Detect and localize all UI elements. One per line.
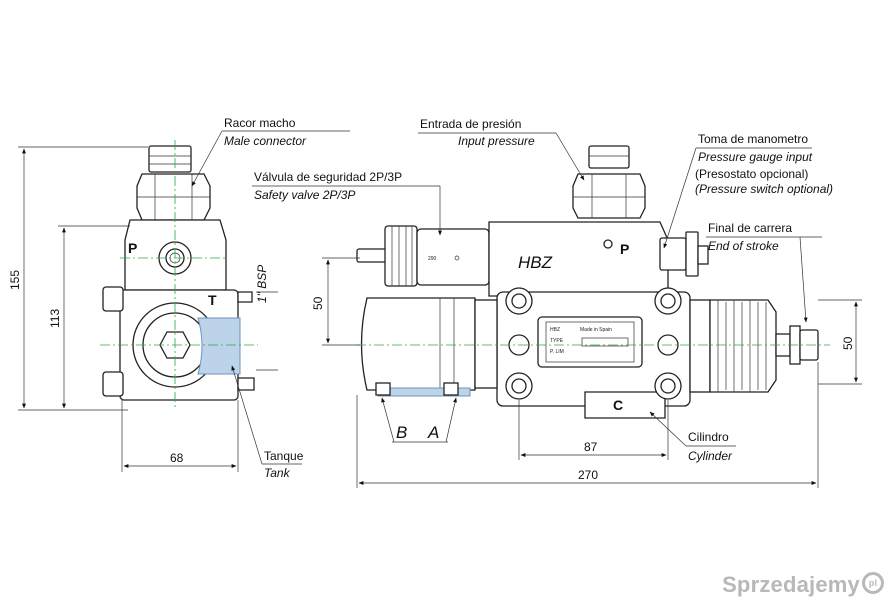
callout-end-stroke-en: End of stroke: [708, 239, 779, 253]
callout-gauge-es-optional: (Presostato opcional): [695, 167, 808, 181]
dim-113: 113: [48, 309, 62, 328]
side-view: P T 1" BSP: [100, 140, 269, 410]
port-p-front-label: P: [620, 241, 629, 257]
brand-mark: HBZ: [518, 253, 553, 272]
dim-68: 68: [170, 451, 184, 465]
valve-marking: 290: [428, 256, 437, 262]
port-p-side-label: P: [128, 240, 137, 256]
callout-male-connector-en: Male connector: [224, 134, 307, 148]
plate-line1: Made in Spain: [580, 327, 612, 333]
callout-gauge-en: Pressure gauge input: [698, 150, 813, 164]
port-c-label: C: [613, 397, 623, 413]
side-view-dimensions: 155 113 68: [8, 146, 278, 472]
callouts: Racor macho Male connector Válvula de se…: [191, 116, 833, 480]
callout-safety-valve-es: Válvula de seguridad 2P/3P: [254, 170, 402, 184]
front-view-dimensions: 50 50 87 270: [311, 257, 862, 488]
callout-cylinder-es: Cilindro: [688, 430, 729, 444]
dim-155: 155: [8, 270, 22, 290]
callout-tank-es: Tanque: [264, 449, 304, 463]
dim-270: 270: [578, 468, 598, 482]
dim-50-left: 50: [311, 296, 325, 310]
watermark-mark: pl: [862, 572, 884, 594]
callout-tank-en: Tank: [264, 466, 291, 480]
dim-50-right: 50: [841, 336, 855, 350]
plate-brand: HBZ: [550, 327, 560, 333]
port-b-label: B: [396, 423, 407, 442]
dim-87: 87: [584, 440, 598, 454]
callout-gauge-en-optional: (Pressure switch optional): [695, 182, 833, 196]
callout-gauge-es: Toma de manometro: [698, 132, 808, 146]
callout-male-connector-es: Racor macho: [224, 116, 296, 130]
callout-end-stroke-es: Final de carrera: [708, 221, 792, 235]
callout-safety-valve-en: Safety valve 2P/3P: [254, 188, 355, 202]
watermark-text: Sprzedajemy: [722, 572, 860, 597]
plate-ratio: P. LIM: [550, 349, 564, 355]
port-t-label: T: [208, 292, 217, 308]
front-view: 290 HBZ P C HBZ Made in Spain TYPE P. LI…: [356, 145, 830, 419]
plate-type: TYPE: [550, 338, 564, 344]
thread-bsp-label: 1" BSP: [255, 265, 269, 303]
port-a-label: A: [427, 423, 439, 442]
callout-cylinder-en: Cylinder: [688, 449, 733, 463]
callout-input-pressure-es: Entrada de presión: [420, 117, 521, 131]
callout-input-pressure-en: Input pressure: [458, 134, 535, 148]
